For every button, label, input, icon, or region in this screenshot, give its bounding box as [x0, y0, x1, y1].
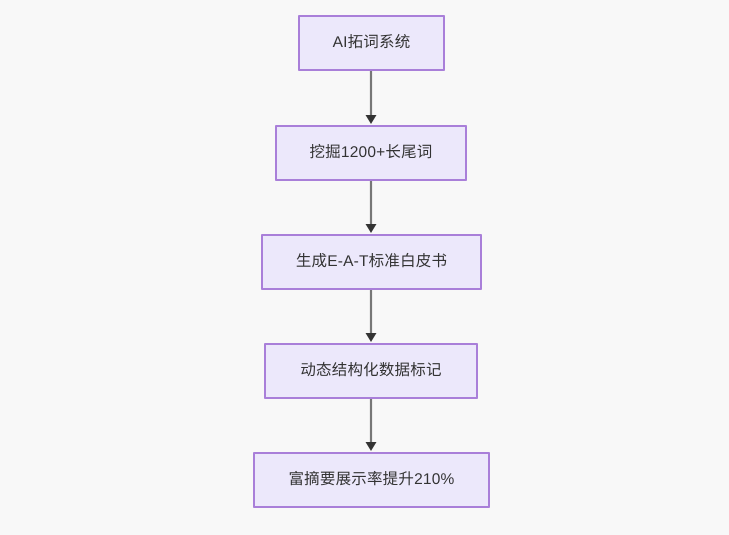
flowchart-node-label: 动态结构化数据标记: [300, 361, 442, 379]
flowchart-node-label: AI拓词系统: [332, 33, 411, 51]
flowchart-node-label: 生成E-A-T标准白皮书: [295, 252, 448, 270]
flowchart-node-label: 挖掘1200+长尾词: [309, 143, 433, 161]
flowchart-node-n2[interactable]: 挖掘1200+长尾词: [275, 125, 467, 181]
flowchart-edge-arrowhead-e1: [365, 115, 377, 124]
flowchart-node-n5[interactable]: 富摘要展示率提升210%: [253, 452, 490, 508]
flowchart-node-label: 富摘要展示率提升210%: [288, 470, 455, 488]
flowchart-edge-arrowhead-e3: [365, 333, 377, 342]
flowchart-edge-arrowhead-e2: [365, 224, 377, 233]
flowchart-node-n1[interactable]: AI拓词系统: [298, 15, 445, 71]
flowchart-edge-arrowhead-e4: [365, 442, 377, 451]
flowchart-node-n3[interactable]: 生成E-A-T标准白皮书: [261, 234, 482, 290]
flowchart-node-n4[interactable]: 动态结构化数据标记: [264, 343, 478, 399]
